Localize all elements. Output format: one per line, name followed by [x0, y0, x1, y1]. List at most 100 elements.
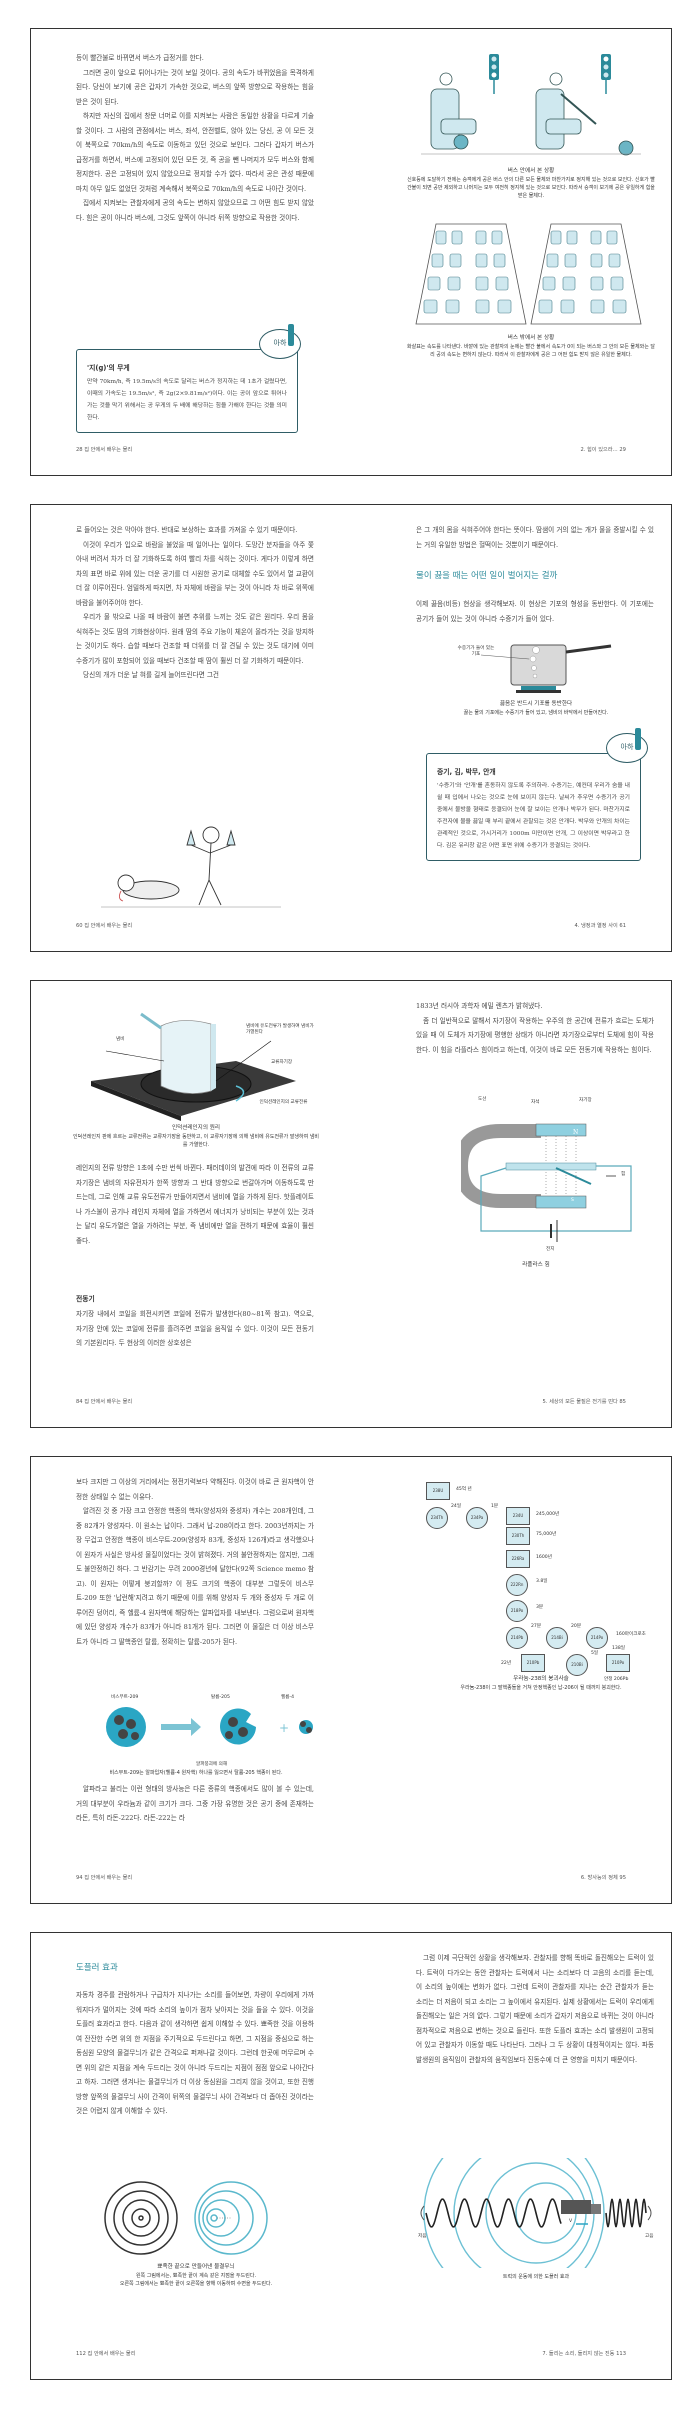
bus-seats-illustration: [415, 223, 642, 325]
label-battery: 전지: [546, 1247, 555, 1252]
paragraph: 우리가 물 밖으로 나올 때 바람이 불면 추위를 느끼는 것도 같은 원리다.…: [76, 613, 314, 665]
body-text-left: 등이 빨간불로 바뀌면서 버스가 급정거를 한다. 그러면 공이 앞으로 튀어나…: [76, 51, 314, 225]
body-text-left: 레인지의 전류 방향은 1초에 수만 번씩 바뀐다. 패러데이의 발견에 따라 …: [76, 1161, 314, 1248]
paragraph: 자동차 경주를 관람하거나 구급차가 지나가는 소리를 들어보면, 차량이 우리…: [76, 1991, 314, 2115]
paragraph: 집에서 지켜보는 관찰자에게 공의 속도는 변하지 않았으므로 그 어떤 힘도 …: [76, 199, 314, 222]
section-heading: 물이 끓을 때는 어떤 일이 벌어지는 걸까: [416, 571, 558, 581]
traffic-light-icon: [489, 54, 499, 94]
body-text-left-2: 알파라고 불리는 이런 형태의 방사능은 다른 종류의 핵종에서도 많이 볼 수…: [76, 1782, 314, 1826]
bus-seat: [590, 276, 604, 291]
ripple-illustration: [104, 2181, 268, 2255]
aha-badge-icon: 아하: [606, 728, 648, 763]
truck-doppler-illustration: [420, 2158, 652, 2268]
bus-seat: [495, 276, 509, 291]
paragraph: 좀 더 일반적으로 말해서 자기장이 작용하는 우주의 한 공간에 전류가 흐르…: [416, 1016, 654, 1054]
paragraph: 레인지의 전류 방향은 1초에 수만 번씩 바뀐다. 패러데이의 발견에 따라 …: [76, 1164, 314, 1245]
bus-passenger-illustration: [421, 54, 641, 156]
nuclide-node: 222Rn: [506, 1574, 528, 1596]
paragraph: 자기장 내에서 코일을 회전시키면 코일에 전류가 발생한다(80~81쪽 참고…: [76, 1310, 314, 1347]
bus-seat: [590, 299, 605, 314]
half-life-label: 24일: [451, 1504, 462, 1509]
half-life-label: 22년: [501, 1661, 512, 1666]
bus-seat: [493, 253, 506, 268]
stable-lead-label: 안정 206Pb: [604, 1677, 629, 1682]
nuclide-node: 234U: [506, 1507, 530, 1525]
page-footer-left: 28 집 안에서 배우는 물리: [76, 447, 133, 453]
paragraph: 그럼 이제 극단적인 상황을 생각해보자. 관찰자를 향해 똑바로 돌진해오는 …: [416, 1954, 654, 2064]
tip-body: '수증기'와 '안개'를 혼동하지 않도록 주의하라. 수증기는, 예컨대 우리…: [437, 783, 630, 849]
label-s-pole: S: [571, 1198, 574, 1203]
figure-caption: 라플라스 힘: [416, 1261, 656, 1270]
figure-caption: 끓음은 반드시 기포를 동반한다 끓는 물의 기포에는 수증기가 들어 있고, …: [411, 700, 661, 717]
spread-pages-28-29: 등이 빨간불로 바뀌면서 버스가 급정거를 한다. 그러면 공이 앞으로 튀어나…: [30, 28, 672, 476]
bus-seat: [447, 276, 461, 291]
half-life-label: 45억 년: [456, 1487, 472, 1492]
bus-seat: [590, 253, 603, 268]
body-text-right: 1833년 러시아 과학자 에밀 렌츠가 밝혀냈다. 좀 더 일반적으로 말해서…: [416, 999, 654, 1057]
paragraph: 로 들어오는 것은 막아야 한다. 반대로 보상하는 효과를 가져올 수 있기 …: [76, 526, 298, 534]
nuclide-node: 210Po: [606, 1654, 630, 1672]
laplace-force-illustration: N: [461, 1123, 632, 1242]
half-life-label: 160마이크로초: [616, 1632, 646, 1637]
paragraph: 이것이 우리가 입으로 바람을 불었을 때 일어나는 일이다. 도망간 분자들을…: [76, 540, 314, 607]
page-footer-right: 4. 냉정과 열정 사이 61: [574, 923, 626, 929]
bus-seat: [566, 230, 578, 245]
bus-seat: [562, 276, 576, 291]
caption-title: 버스 안에서 본 상황: [507, 168, 555, 174]
caption-line: 왼쪽 그림에서는, 뾰족한 끝이 계속 같은 지점을 두드린다.: [135, 2273, 257, 2279]
label-helium: 헬륨-4: [281, 1695, 295, 1700]
nuclide-node: 210Pb: [521, 1654, 545, 1672]
body-text-left: 자동차 경주를 관람하거나 구급차가 지나가는 소리를 들어보면, 차량이 우리…: [76, 1988, 314, 2119]
body-text-right-2: 이제 끓음(비등) 현상을 생각해보자. 이 현상은 기포의 형성을 동반한다.…: [416, 597, 654, 626]
caption-body: 끓는 물의 기포에는 수증기가 들어 있고, 냄비의 바닥에서 만들어진다.: [463, 710, 609, 716]
bus-seat: [423, 299, 438, 314]
spread-pages-94-95: 보다 크지만 그 이상의 거리에서는 정전기력보다 약해진다. 이것이 바로 큰…: [30, 1456, 672, 1904]
nuclide-node: 214Pb: [506, 1627, 528, 1649]
caption-title: 우라늄-238의 붕괴사슬: [513, 1676, 569, 1682]
bus-seat: [542, 276, 556, 291]
nuclide-node: 218Po: [506, 1600, 528, 1622]
page-footer-right: 2. 힘이 있으라… 29: [580, 447, 626, 453]
nuclide-node: 238U: [426, 1482, 450, 1500]
label-ac-current: 인덕션레인지의 교류전류: [259, 1100, 308, 1105]
bus-seat: [427, 276, 441, 291]
body-text-right: 은 그 개의 몸을 식혀주어야 한다는 뜻이다. 땀샘이 거의 없는 개가 물을…: [416, 523, 654, 552]
body-text-left: 로 들어오는 것은 막아야 한다. 반대로 보상하는 효과를 가져올 수 있기 …: [76, 523, 314, 683]
half-life-label: 1분: [491, 1504, 499, 1509]
page-footer-left: 94 집 안에서 배우는 물리: [76, 1875, 133, 1881]
paragraph: 당신의 개가 더운 날 혀를 길게 늘어뜨린다면 그건: [83, 671, 219, 679]
bus-seat: [590, 230, 602, 245]
bus-seat: [610, 276, 624, 291]
caption-title: 버스 밖에서 본 상황: [507, 335, 555, 341]
section-heading: 도플러 효과: [76, 1963, 118, 1973]
caption-title: 뾰족한 끝으로 만들어낸 물결무늬: [157, 2264, 235, 2270]
bus-seat: [475, 230, 487, 245]
caption-title: 라플라스 힘: [522, 1262, 550, 1268]
figure-caption: 우라늄-238의 붕괴사슬 우라늄-238이 그 딸핵종들을 거쳐 안정핵종인 …: [416, 1675, 666, 1692]
half-life-label: 75,000년: [536, 1532, 557, 1537]
bus-seat: [538, 299, 553, 314]
label-pot: 냄비: [116, 1037, 125, 1042]
label-high-pitch: 고음: [645, 2234, 654, 2239]
label-field: 자기장: [579, 1098, 592, 1103]
caption-title: 인덕션레인지의 원리: [171, 1125, 221, 1131]
bus-seat: [451, 230, 463, 245]
body-text-right: 그럼 이제 극단적인 상황을 생각해보자. 관찰자를 향해 똑바로 돌진해오는 …: [416, 1951, 654, 2067]
nuclide-node: 226Ra: [506, 1550, 530, 1568]
spread-pages-84-85: 냄비 냄비에 유도전류가 발생하여 냄비가 가열된다 교류자기장 인덕션레인지의…: [30, 980, 672, 1428]
aha-tip-box: '지(g)'의 무게 만약 70km/h, 즉 19.5m/s의 속도로 달리는…: [76, 349, 298, 433]
nuclide-node: 210Bi: [566, 1654, 588, 1676]
half-life-label: 20분: [571, 1624, 582, 1629]
paragraph: 등이 빨간불로 바뀌면서 버스가 급정거를 한다.: [76, 54, 204, 62]
half-life-label: 27분: [531, 1624, 542, 1629]
caption-body: 우라늄-238이 그 딸핵종들을 거쳐 안정핵종인 납-206이 될 때까지 붕…: [460, 1685, 622, 1691]
label-magnetic-field: 교류자기장: [271, 1060, 293, 1065]
tip-body: 만약 70km/h, 즉 19.5m/s의 속도로 달리는 버스가 정지하는 데…: [87, 379, 287, 421]
figure-caption: 비스무트-209는 알파입자(헬륨-4 원자핵) 하나를 잃으면서 탈륨-205…: [109, 1770, 283, 1776]
bus-seat: [560, 299, 575, 314]
bus-seat: [475, 299, 490, 314]
paragraph: 그러면 공이 앞으로 튀어나가는 것이 보일 것이다. 공의 속도가 바뀌었음을…: [76, 68, 314, 106]
paragraph: 하지만 자신의 집에서 창문 너머로 이를 지켜보는 사람은 동일한 상황을 다…: [76, 112, 314, 193]
caption-title: 끓음은 반드시 기포를 동반한다: [499, 701, 573, 707]
half-life-label: 5일: [591, 1651, 599, 1656]
